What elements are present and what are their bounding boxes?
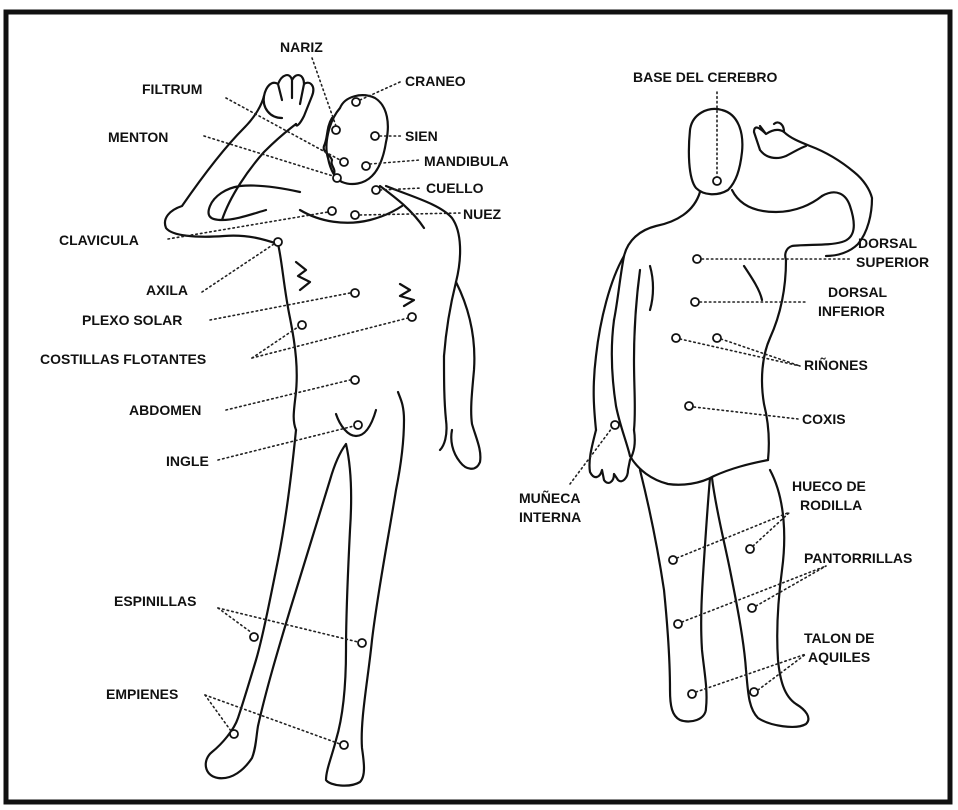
lead-talon-1	[696, 654, 806, 692]
lead-abdomen	[226, 380, 350, 410]
back-figure: BASE DEL CEREBRO DORSAL SUPERIOR DORSAL …	[519, 69, 929, 727]
point-espinilla-1	[250, 633, 258, 641]
back-left-hand	[589, 430, 634, 483]
label-hueco-rodilla-1: HUECO DE	[792, 478, 866, 494]
point-costillas-1	[298, 321, 306, 329]
label-rinones: RIÑONES	[804, 356, 868, 373]
point-plexo-solar	[351, 289, 359, 297]
point-axila	[274, 238, 282, 246]
front-torso-outline	[278, 186, 460, 430]
point-clavicula	[328, 207, 336, 215]
label-muneca-interna-2: INTERNA	[519, 509, 581, 525]
point-dorsal-superior	[693, 255, 701, 263]
label-plexo-solar: PLEXO SOLAR	[82, 312, 182, 328]
label-aquiles-2: AQUILES	[808, 649, 870, 665]
lead-cuello	[380, 188, 422, 190]
label-hueco-rodilla-2: RODILLA	[800, 497, 862, 513]
label-mandibula: MANDIBULA	[424, 153, 509, 169]
point-rinon-2	[713, 334, 721, 342]
lead-nariz	[312, 58, 336, 126]
label-costillas-flotantes: COSTILLAS FLOTANTES	[40, 351, 206, 367]
back-shoulder-blades	[650, 266, 762, 310]
lead-costillas-1	[252, 327, 298, 358]
point-cuello	[372, 186, 380, 194]
lead-espinilla-1	[218, 608, 252, 633]
point-empeine-2	[340, 741, 348, 749]
point-nariz	[332, 126, 340, 134]
front-raised-hand	[264, 75, 314, 126]
front-right-arm	[440, 282, 480, 469]
label-empienes: EMPIENES	[106, 686, 178, 702]
lead-hueco-rodilla-1	[677, 512, 790, 558]
lead-menton	[204, 136, 333, 176]
label-dorsal-inferior-1: DORSAL	[828, 284, 888, 300]
point-sien	[371, 132, 379, 140]
lead-plexo-solar	[210, 293, 350, 320]
label-ingle: INGLE	[166, 453, 209, 469]
point-nuez	[351, 211, 359, 219]
lead-craneo	[360, 82, 400, 100]
label-axila: AXILA	[146, 282, 188, 298]
label-clavicula: CLAVICULA	[59, 232, 139, 248]
point-craneo	[352, 98, 360, 106]
point-abdomen	[351, 376, 359, 384]
back-shoulders	[614, 190, 822, 320]
label-talon-de-1: TALON DE	[804, 630, 875, 646]
label-filtrum: FILTRUM	[142, 81, 202, 97]
label-cuello: CUELLO	[426, 180, 484, 196]
label-craneo: CRANEO	[405, 73, 466, 89]
point-talon-2	[750, 688, 758, 696]
label-espinillas: ESPINILLAS	[114, 593, 196, 609]
point-filtrum	[340, 158, 348, 166]
lead-ingle	[218, 426, 354, 460]
label-sien: SIEN	[405, 128, 438, 144]
lead-rinon-2	[721, 339, 800, 366]
point-empeine-1	[230, 730, 238, 738]
label-dorsal-superior-2: SUPERIOR	[856, 254, 929, 270]
front-rib-marks	[296, 262, 414, 306]
label-nariz: NARIZ	[280, 39, 323, 55]
lead-pantorrilla-2	[756, 566, 826, 606]
label-nuez: NUEZ	[463, 206, 502, 222]
lead-costillas-2	[252, 318, 408, 358]
point-costillas-2	[408, 313, 416, 321]
point-espinilla-2	[358, 639, 366, 647]
point-mandibula	[362, 162, 370, 170]
lead-axila	[202, 244, 274, 292]
label-coxis: COXIS	[802, 411, 846, 427]
label-abdomen: ABDOMEN	[129, 402, 201, 418]
point-ingle	[354, 421, 362, 429]
point-muneca-interna	[611, 421, 619, 429]
point-hueco-rodilla-1	[669, 556, 677, 564]
label-dorsal-inferior-2: INFERIOR	[818, 303, 885, 319]
back-left-arm	[594, 256, 640, 430]
label-muneca-interna-1: MUÑECA	[519, 489, 580, 506]
front-head-outline	[327, 95, 388, 184]
front-legs-outline	[206, 392, 404, 786]
lead-coxis	[694, 407, 798, 419]
point-dorsal-inferior	[691, 298, 699, 306]
lead-empeine-2	[205, 695, 340, 744]
label-pantorrillas: PANTORRILLAS	[804, 550, 912, 566]
point-coxis	[685, 402, 693, 410]
point-pantorrilla-1	[674, 620, 682, 628]
point-pantorrilla-2	[748, 604, 756, 612]
point-rinon-1	[672, 334, 680, 342]
lead-nuez	[360, 213, 460, 215]
point-menton	[333, 174, 341, 182]
label-menton: MENTON	[108, 129, 168, 145]
point-base-cerebro	[713, 177, 721, 185]
front-figure: NARIZ CRANEO FILTRUM MENTON SIEN MANDIBU…	[40, 39, 509, 786]
label-dorsal-superior-1: DORSAL	[858, 235, 918, 251]
point-talon-1	[688, 690, 696, 698]
lead-rinon-1	[680, 339, 800, 366]
label-base-del-cerebro: BASE DEL CEREBRO	[633, 69, 778, 85]
lead-mandibula	[370, 160, 420, 164]
